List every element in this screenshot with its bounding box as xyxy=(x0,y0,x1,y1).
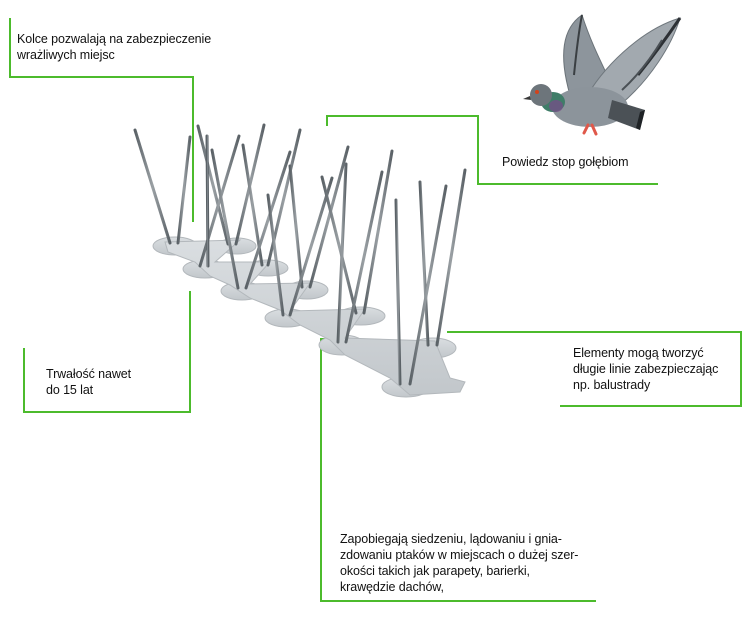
callout-top-right: Powiedz stop gołębiom xyxy=(502,154,629,170)
callout-line: Zapobiegają siedzeniu, lądowaniu i gnia- xyxy=(340,532,562,546)
callout-bottom: Zapobiegają siedzeniu, lądowaniu i gnia-… xyxy=(340,531,578,595)
callout-mid-right: Elementy mogą tworzyć długie linie zabez… xyxy=(573,345,718,393)
callout-line: długie linie zabezpieczając xyxy=(573,362,719,376)
callout-line: Kolce pozwalają na zabezpieczenie xyxy=(17,32,212,46)
leader-line-mid-right xyxy=(447,331,742,407)
callout-line: np. balustrady xyxy=(573,378,651,392)
callout-line: zdowaniu ptaków w miejscach o dużej szer… xyxy=(340,548,579,562)
callout-line: okości takich jak parapety, barierki, xyxy=(340,564,530,578)
leader-line-mid-left xyxy=(23,291,191,413)
pigeon-image xyxy=(523,14,682,136)
callout-line: wrażliwych miejsc xyxy=(17,48,115,62)
callout-mid-left: Trwałość nawet do 15 lat xyxy=(46,366,131,398)
spikes xyxy=(133,123,467,386)
callout-top-left: Kolce pozwalają na zabezpieczenie wrażli… xyxy=(17,31,211,63)
spike-base xyxy=(152,236,466,398)
callout-line: krawędzie dachów, xyxy=(340,580,444,594)
callout-line: do 15 lat xyxy=(46,383,94,397)
leader-line-top-left xyxy=(9,18,194,222)
bird-spike-strip-image xyxy=(133,123,467,398)
callout-line: Trwałość nawet xyxy=(46,367,131,381)
callout-line: Powiedz stop gołębiom xyxy=(502,155,629,169)
leader-line-top-right xyxy=(326,115,658,185)
callout-line: Elementy mogą tworzyć xyxy=(573,346,704,360)
